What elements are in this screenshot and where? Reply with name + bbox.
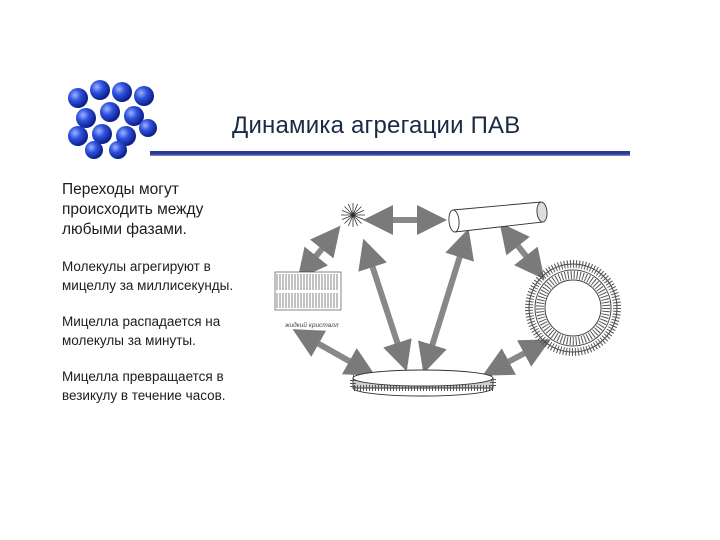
title-underline [150, 151, 630, 156]
paragraph-vesicle: Мицелла превращается в везикулу в течени… [62, 369, 226, 403]
molecular-spheres-logo [68, 80, 157, 159]
lamellar-liquid-crystal-icon [274, 271, 342, 311]
vesicle-icon [525, 260, 621, 356]
page-title: Динамика агрегации ПАВ [232, 112, 521, 139]
aggregation-diagram [274, 201, 621, 397]
paragraph-aggregation: Молекулы агрегируют в мицеллу за миллисе… [62, 259, 234, 293]
paragraph-breakdown: Мицелла распадается на молекулы за минут… [62, 314, 221, 348]
spherical-micelle-icon [341, 203, 365, 227]
transition-arrows [292, 205, 551, 376]
text-column: Переходы могут происходить между любыми … [62, 180, 262, 422]
paragraph-transitions: Переходы могут происходить между любыми … [62, 181, 204, 238]
cylindrical-micelle-icon [448, 201, 548, 233]
liquid-crystal-label: жидкий кристалл [285, 322, 339, 329]
bilayer-disk-icon [350, 369, 496, 397]
